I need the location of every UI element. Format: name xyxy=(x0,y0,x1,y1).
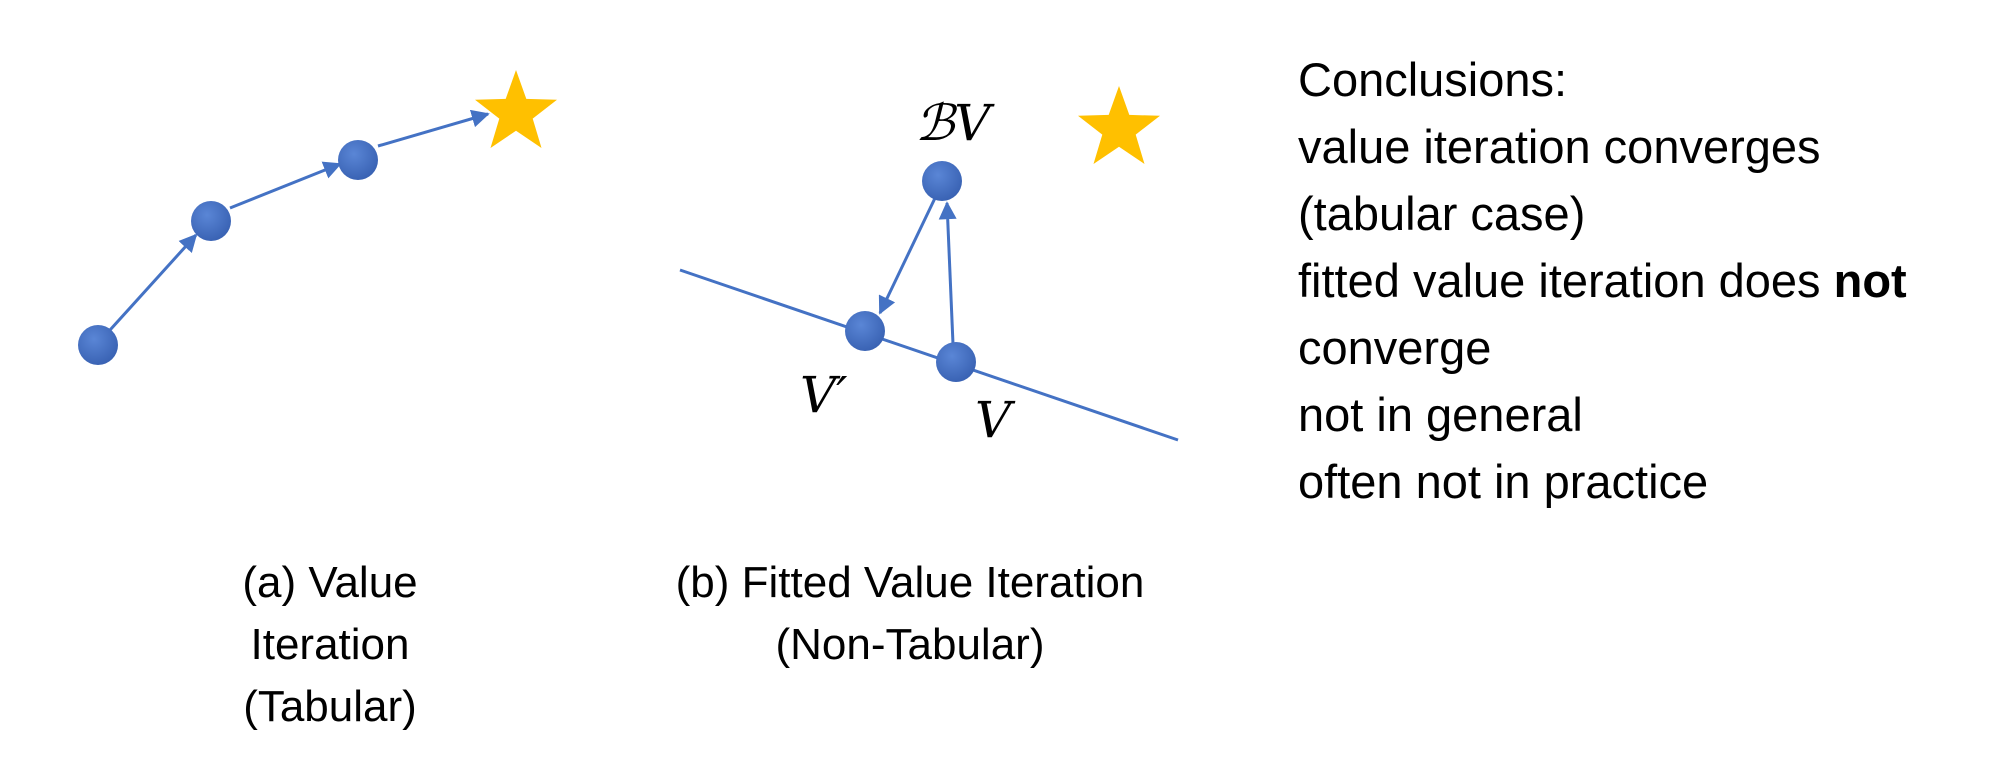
panel-b-star-icon xyxy=(1078,86,1160,164)
panel-a-arrow-2 xyxy=(229,161,342,210)
panel-b-node-bv xyxy=(922,161,962,201)
panel-b-projection-line xyxy=(679,268,1179,442)
conclusion-line-2: (tabular case) xyxy=(1298,187,1586,240)
caption-panel-a: (a) Value Iteration (Tabular) xyxy=(180,552,480,738)
label-v: V xyxy=(975,391,1016,449)
panel-b-node-v xyxy=(936,342,976,382)
conclusion-line-5: not in general xyxy=(1298,388,1583,441)
panel-b-arrow-v-to-bv xyxy=(938,201,957,345)
panel-a-arrow-3 xyxy=(377,109,490,148)
caption-b-line-2: (Non-Tabular) xyxy=(775,620,1045,669)
conclusion-emphasis-not: not xyxy=(1833,254,1907,307)
panel-a-node-1 xyxy=(78,325,118,365)
panel-a-value-iteration xyxy=(78,70,557,365)
caption-a-line-1: (a) Value xyxy=(242,558,418,607)
panel-a-node-2 xyxy=(191,201,231,241)
caption-a-line-3: (Tabular) xyxy=(243,682,417,731)
conclusions-heading: Conclusions: xyxy=(1298,53,1568,106)
conclusions-block: Conclusions: value iteration converges (… xyxy=(1298,46,1907,515)
panel-a-node-3 xyxy=(338,140,378,180)
conclusion-line-6: often not in practice xyxy=(1298,455,1709,508)
conclusion-line-3-text: fitted value iteration does xyxy=(1298,254,1821,307)
label-bv: ℬV xyxy=(915,94,995,152)
panel-b-node-v-prime xyxy=(845,311,885,351)
label-v-prime: V′ xyxy=(800,366,848,424)
caption-a-line-2: Iteration xyxy=(250,620,410,669)
conclusion-line-3: fitted value iteration does not xyxy=(1298,247,1907,314)
conclusion-line-1: value iteration converges xyxy=(1298,120,1821,173)
conclusion-line-4: converge xyxy=(1298,321,1492,374)
caption-b-line-1: (b) Fitted Value Iteration xyxy=(675,558,1145,607)
caption-panel-b: (b) Fitted Value Iteration (Non-Tabular) xyxy=(610,552,1210,676)
panel-b-arrow-bv-to-vprime xyxy=(878,195,938,315)
panel-a-arrow-1 xyxy=(108,233,198,332)
panel-b-fitted-value-iteration: ℬV V′ V xyxy=(679,86,1179,449)
panel-a-star-icon xyxy=(475,70,557,148)
